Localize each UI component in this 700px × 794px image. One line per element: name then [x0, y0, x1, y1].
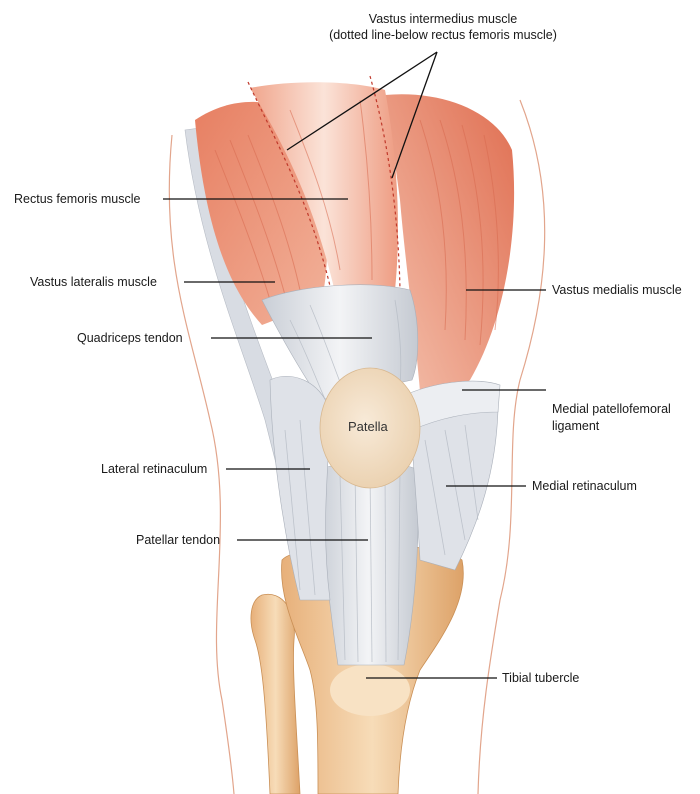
label-medial-patellofemoral-line2: ligament: [552, 419, 599, 434]
label-lateral-retinaculum: Lateral retinaculum: [101, 462, 207, 477]
label-medial-retinaculum: Medial retinaculum: [532, 479, 637, 494]
label-patella: Patella: [348, 419, 388, 434]
label-medial-patellofemoral-line1: Medial patellofemoral: [552, 402, 671, 417]
label-vastus-intermedius: Vastus intermedius muscle: [310, 12, 576, 27]
label-patellar-tendon: Patellar tendon: [136, 533, 220, 548]
tibial-tubercle-shape: [330, 664, 410, 716]
label-tibial-tubercle: Tibial tubercle: [502, 671, 579, 686]
label-vastus-lateralis: Vastus lateralis muscle: [30, 275, 157, 290]
lateral-retinaculum-shape: [270, 376, 330, 600]
label-vastus-intermedius-note: (dotted line-below rectus femoris muscle…: [310, 28, 576, 43]
label-vastus-medialis: Vastus medialis muscle: [552, 283, 682, 298]
label-quadriceps-tendon: Quadriceps tendon: [77, 331, 183, 346]
label-rectus-femoris: Rectus femoris muscle: [14, 192, 140, 207]
